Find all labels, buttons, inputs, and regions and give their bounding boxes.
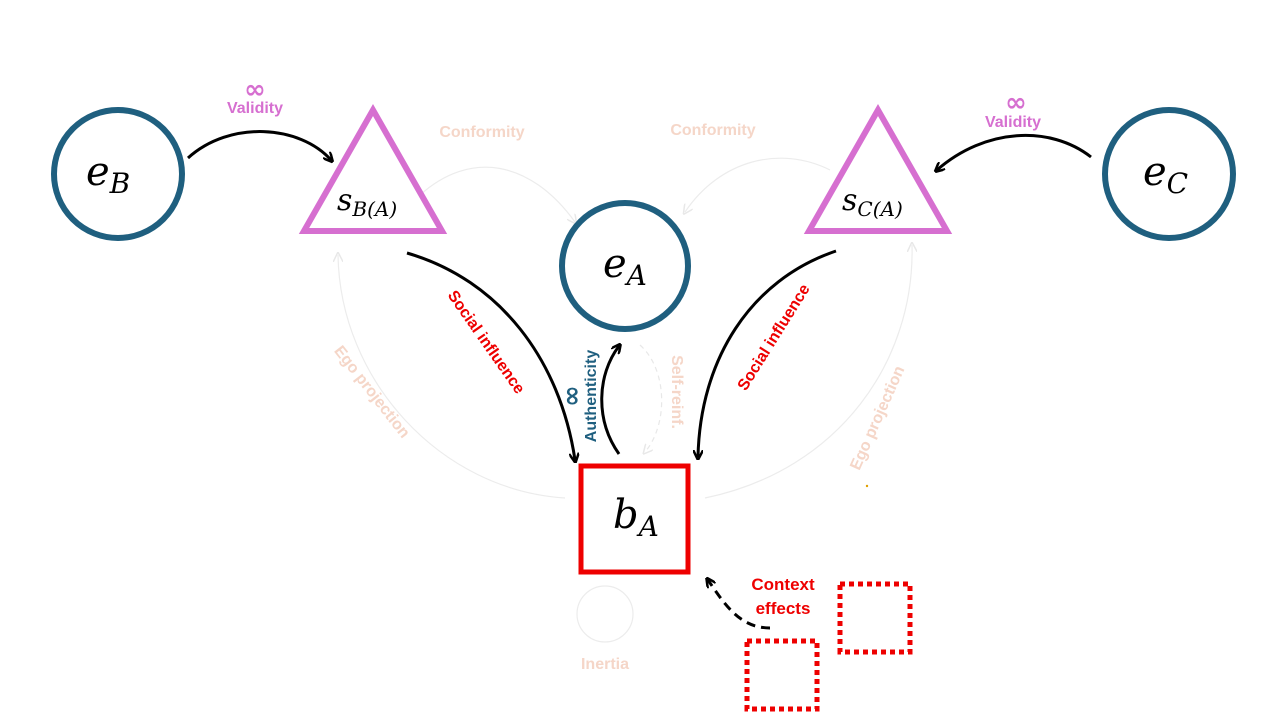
validity-right-label: Validity: [985, 114, 1041, 131]
social-influence-left-label: Social influence: [444, 288, 528, 398]
b-A-label: bA: [613, 492, 659, 543]
conformity-right-label: Conformity: [670, 122, 755, 139]
s-CA-node: [803, 103, 953, 234]
context-effects-label-line1: Context: [751, 575, 815, 594]
s-CA-label: sC(A): [842, 183, 903, 221]
ego-projection-right-label: Ego projection: [847, 364, 908, 473]
validity-right-arrow: [937, 133, 1092, 170]
stray-dot: [865, 484, 869, 488]
self-reinf-label: Self-reinf.: [668, 355, 685, 429]
validity-left-label: Validity: [227, 100, 283, 117]
context-effects-arrow: [708, 580, 771, 630]
conformity-right-edge: [685, 157, 831, 212]
ego-projection-left-edge: [338, 255, 566, 499]
context-effects-label-line2: effects: [756, 599, 811, 618]
social-influence-left-arrow: [406, 251, 575, 460]
ego-projection-left-label: Ego projection: [330, 343, 412, 442]
conformity-left-label: Conformity: [439, 124, 524, 141]
inertia-label: Inertia: [581, 656, 629, 673]
authenticity-label: Authenticity: [583, 350, 600, 443]
self-reinf-edge: [639, 344, 663, 452]
e-B-node: [51, 107, 185, 241]
e-A-node: [559, 200, 691, 332]
social-influence-right-label: Social influence: [735, 281, 814, 393]
e-C-label: eC: [1143, 149, 1188, 200]
e-C-node: [1102, 107, 1236, 241]
authenticity-arrow: [600, 346, 619, 455]
e-A-label: eA: [603, 241, 647, 292]
infinity-icon: ∞: [557, 385, 587, 407]
conformity-left-edge: [419, 166, 575, 222]
b-A-node: [578, 463, 691, 575]
ego-projection-right-edge: [704, 245, 912, 499]
social-influence-right-arrow: [698, 249, 837, 457]
s-BA-label: sB(A): [337, 183, 397, 221]
s-BA-node: [298, 103, 448, 234]
context-square-2: [744, 638, 820, 712]
validity-left-arrow: [186, 130, 331, 160]
e-B-label: eB: [86, 149, 130, 200]
inertia-loop: [576, 585, 634, 643]
infinity-icon: ∞: [1005, 88, 1027, 118]
context-square-1: [837, 581, 913, 655]
infinity-icon: ∞: [244, 75, 266, 105]
